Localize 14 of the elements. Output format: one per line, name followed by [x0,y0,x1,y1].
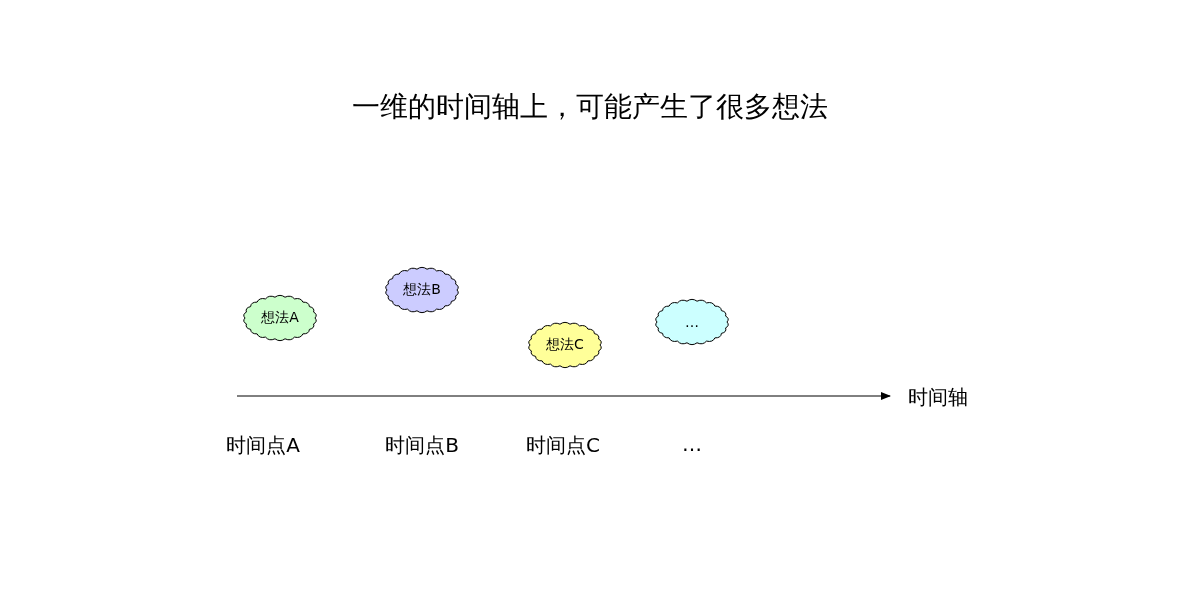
time-point-label: … [682,432,702,456]
idea-cloud [243,295,317,341]
idea-cloud [655,299,729,345]
idea-label: … [684,314,700,330]
idea-label: 想法C [545,336,585,354]
axis-label: 时间轴 [908,384,968,411]
time-point-label: 时间点C [526,432,600,459]
idea-cloud [528,322,602,368]
title: 一维的时间轴上，可能产生了很多想法 [352,89,828,125]
time-point-label: 时间点B [385,432,459,459]
idea-label: 想法A [260,309,300,327]
idea-label: 想法B [402,281,442,299]
idea-cloud [385,267,459,313]
time-point-label: 时间点A [226,432,300,459]
